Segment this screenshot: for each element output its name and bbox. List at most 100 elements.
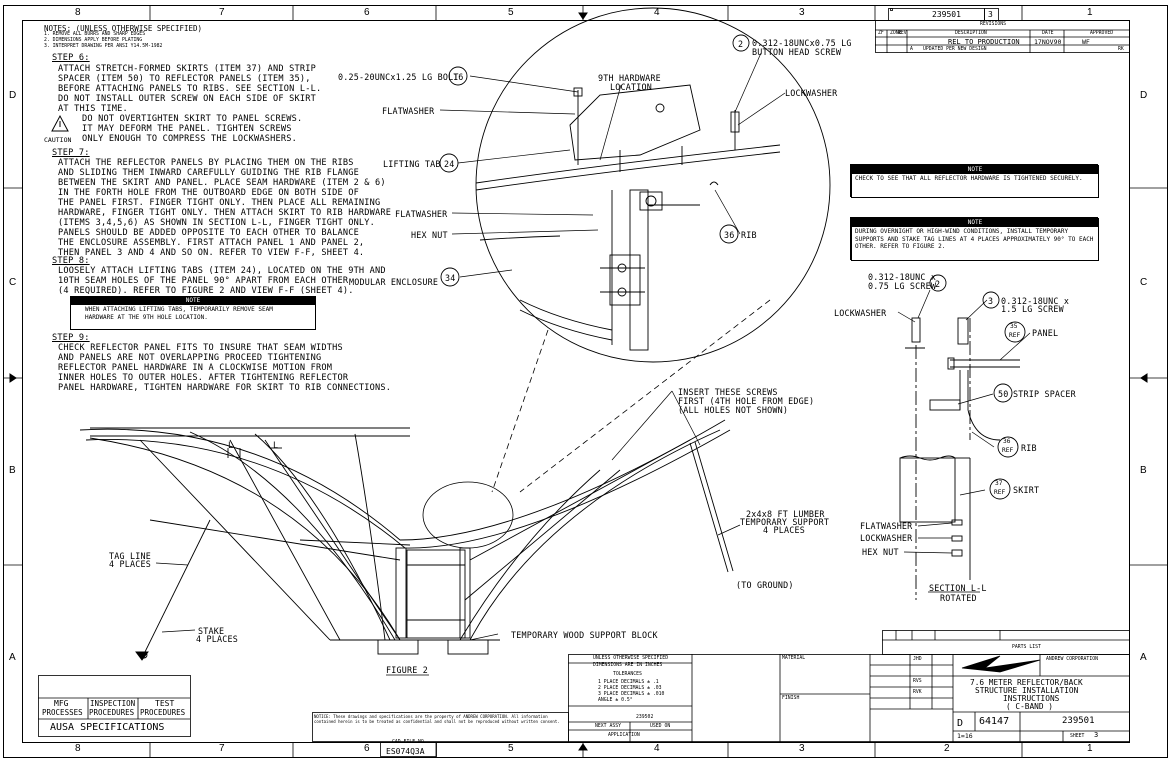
item-balloon-35: 35 <box>1010 323 1018 330</box>
zone-left-d: D <box>9 90 17 101</box>
caution-line: ONLY ENOUGH TO COMPRESS THE LOCKWASHERS. <box>82 134 297 144</box>
item-balloon-2b: 2 <box>935 279 941 289</box>
rev-header-zone: ZONE <box>890 31 902 36</box>
material-label: MATERIAL <box>782 656 806 661</box>
step8-title: STEP 8: <box>52 256 90 266</box>
step9-line: INNER HOLES TO OUTER HOLES. AFTER TIGHTE… <box>58 373 349 383</box>
rib-label: RIB <box>741 230 757 240</box>
hardware-note-box: NOTE CHECK TO SEE THAT ALL REFLECTOR HAR… <box>851 165 1099 198</box>
zone-bottom-3: 3 <box>799 743 805 754</box>
zone-top-5: 5 <box>508 7 514 18</box>
item-balloon-34: 34 <box>445 273 456 283</box>
step6-title: STEP 6: <box>52 53 90 63</box>
scale-value: 1=16 <box>957 732 973 740</box>
zone-bottom-2: 2 <box>944 743 950 754</box>
hardware-note-text: CHECK TO SEE THAT ALL REFLECTOR HARDWARE… <box>855 175 1083 182</box>
inspection-label: INSPECTION <box>90 699 136 708</box>
zone-bottom-1: 1 <box>1087 743 1093 754</box>
company-name: ANDREW CORPORATION <box>1046 657 1098 662</box>
lifting-tab-label: LIFTING TAB <box>383 159 441 169</box>
general-note-3: 3. INTERPRET DRAWING PER ANSI Y14.5M-198… <box>44 44 163 49</box>
tolerance-4: ANGLE ± 0.5° <box>598 698 633 703</box>
ref-label: REF <box>1009 332 1021 339</box>
mfg-label-2: PROCESSES <box>42 708 83 717</box>
step7-line: THE PANEL FIRST. FINGER TIGHT ONLY. THEN… <box>58 198 381 208</box>
ausa-specifications: AUSA SPECIFICATIONS <box>50 722 165 733</box>
flatwasher-label: FLATWASHER <box>382 106 435 116</box>
zone-bottom-4: 4 <box>654 743 660 754</box>
tag-line-label: TAG LINE <box>109 551 151 561</box>
section-screw-label-2: 0.75 LG SCREW <box>868 281 937 291</box>
item-balloon-36b: 36 <box>1003 438 1011 445</box>
section-hex-nut-label: HEX NUT <box>862 547 899 557</box>
tolerance-2: 2 PLACE DECIMALS ± .03 <box>598 686 662 691</box>
zone-top-8: 8 <box>75 7 81 18</box>
step8-line: 10TH SEAM HOLES OF THE PANEL 90° APART F… <box>58 276 349 286</box>
step7-line: AND SLIDING THEM INWARD CAREFULLY GUIDIN… <box>58 168 359 178</box>
rev-header-description: DESCRIPTION <box>955 31 987 36</box>
step9-line: PANEL HARDWARE, TIGHTEN HARDWARE FOR SKI… <box>58 383 392 393</box>
step8-note-line: WHEN ATTACHING LIFTING TABS, TEMPORARILY… <box>85 306 273 313</box>
step8-note-line: HARDWARE AT THE 9TH HOLE LOCATION. <box>85 313 208 321</box>
sheet-value: 3 <box>1094 731 1099 739</box>
title-line-3: INSTRUCTIONS <box>1003 694 1060 703</box>
step7-line: PANELS SHOULD BE ADDED OPPOSITE TO EACH … <box>58 228 359 238</box>
title-line-4: ( C-BAND ) <box>1006 702 1053 711</box>
step8-note-title: NOTE <box>71 297 315 305</box>
general-note-2: 2. DIMENSIONS APPLY BEFORE PLATING <box>44 38 143 43</box>
step8-line: (4 REQUIRED). REFER TO FIGURE 2 AND VIEW… <box>58 286 354 296</box>
zone-right-b: B <box>1140 465 1147 476</box>
test-label-2: PROCEDURES <box>140 708 186 717</box>
zone-left-c: C <box>9 277 17 288</box>
section-screw-label: 0.312-18UNC x <box>868 272 937 282</box>
title-line-1: 7.6 METER REFLECTOR/BACK <box>970 678 1083 687</box>
zone-left-a: A <box>9 652 16 663</box>
mfg-label: MFG <box>54 699 69 708</box>
used-on-label: USED ON <box>650 724 671 729</box>
ninth-hardware-label: 9TH HARDWARE <box>598 73 661 83</box>
step7-line: BETWEEN THE SKIRT AND PANEL. PLACE SEAM … <box>58 178 386 188</box>
cad-file-label: CAD FILE NO. <box>392 740 427 745</box>
item-balloon-37: 37 <box>995 480 1003 487</box>
notes-header: NOTES: (UNLESS OTHERWISE SPECIFIED) <box>44 24 203 33</box>
step7-line: THE ENCLOSURE ASSEMBLY. FIRST ATTACH PAN… <box>58 238 365 248</box>
title-drawing-number: 239501 <box>1062 716 1095 726</box>
bolt-label: 0.25-20UNCx1.25 LG BOLT <box>338 72 459 82</box>
screw-label-2: BUTTON HEAD SCREW <box>752 47 842 57</box>
to-ground-label: (TO GROUND) <box>736 580 794 590</box>
zone-top-1: 1 <box>1087 7 1093 18</box>
step9-title: STEP 9: <box>52 333 90 343</box>
rev-header-approved: APPROVED <box>1090 31 1114 36</box>
lumber-label: 2x4x8 FT LUMBER <box>746 509 825 519</box>
stake-label: STAKE <box>198 626 225 636</box>
caution-line: DO NOT OVERTIGHTEN SKIRT TO PANEL SCREWS… <box>82 114 303 124</box>
step7-line: HARDWARE, FINGER TIGHT ONLY. THEN ATTACH… <box>58 208 392 218</box>
flatwasher-label-2: FLATWASHER <box>395 209 448 219</box>
section-lockwasher-label-2: LOCKWASHER <box>860 533 913 543</box>
section-screw2-label: 0.312-18UNC x <box>1001 296 1070 306</box>
caution-line: IT MAY DEFORM THE PANEL. TIGHTEN SCREWS <box>82 124 292 134</box>
rev-row-1-date: 17NOV90 <box>1034 38 1062 46</box>
sheet-label: SHEET <box>1070 734 1085 739</box>
strip-spacer-label: STRIP SPACER <box>1013 389 1076 399</box>
title-line-2: STRUCTURE INSTALLATION <box>975 686 1079 695</box>
section-mark: L <box>228 440 234 450</box>
ref-label-2: REF <box>1002 447 1014 454</box>
zone-top-6: 6 <box>364 7 370 18</box>
panel-label: PANEL <box>1032 328 1059 338</box>
cage-code: 64147 <box>979 716 1010 727</box>
tolerance-dims: DIMENSIONS ARE IN INCHES <box>593 663 663 668</box>
step6-line: AT THIS TIME. <box>58 104 128 114</box>
application-label: APPLICATION <box>608 733 640 738</box>
legal-notice: NOTICE: These drawings and specification… <box>314 714 560 724</box>
item-balloon-24: 24 <box>444 159 455 169</box>
next-assy-label: NEXT ASSY <box>595 724 621 729</box>
wind-note-box: NOTE DURING OVERNIGHT OR HIGH-WIND CONDI… <box>851 218 1099 261</box>
rev-row-1-desc: REL TO PRODUCTION <box>948 38 1020 46</box>
step7-line: THEN PANEL 3 AND 4 AND SO ON. REFER TO V… <box>58 248 365 258</box>
section-mark-2: L <box>273 440 279 450</box>
lumber-label-2: TEMPORARY SUPPORT <box>740 517 830 527</box>
parts-list-label: PARTS LIST <box>1012 645 1041 650</box>
step6-line: ATTACH STRETCH-FORMED SKIRTS (ITEM 37) A… <box>58 64 316 74</box>
